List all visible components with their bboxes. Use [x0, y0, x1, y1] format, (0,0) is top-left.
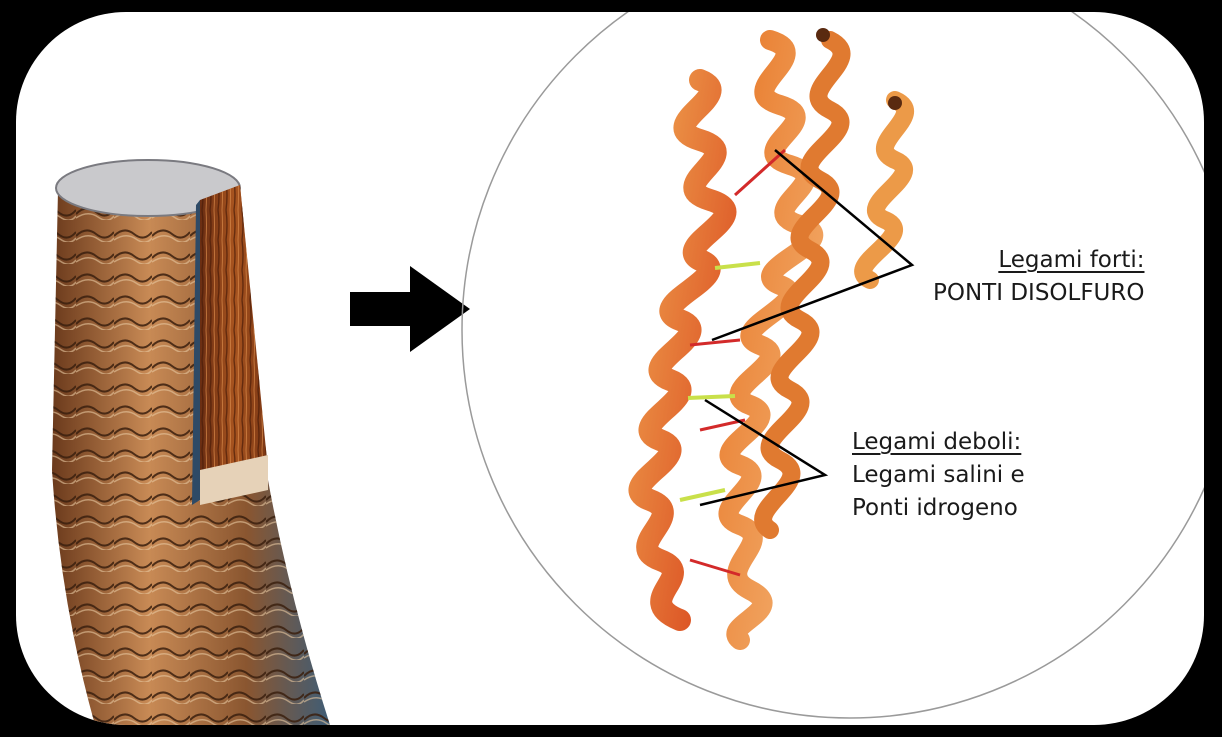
hair-strand-illustration	[52, 160, 330, 725]
weak-bonds-label: Legami deboli: Legami salini e Ponti idr…	[852, 426, 1025, 525]
weak-bonds-line1: Legami salini e	[852, 459, 1025, 492]
diagram-art	[16, 12, 1204, 725]
strong-bonds-heading: Legami forti:	[933, 244, 1144, 277]
diagram-panel: Legami forti: PONTI DISOLFURO Legami deb…	[16, 12, 1204, 725]
weak-bonds-heading: Legami deboli:	[852, 426, 1025, 459]
arrow-icon	[350, 266, 470, 352]
strong-bonds-text: PONTI DISOLFURO	[933, 277, 1144, 310]
keratin-helices	[639, 28, 905, 640]
strong-bonds-label: Legami forti: PONTI DISOLFURO	[933, 244, 1144, 310]
weak-bonds-line2: Ponti idrogeno	[852, 492, 1025, 525]
